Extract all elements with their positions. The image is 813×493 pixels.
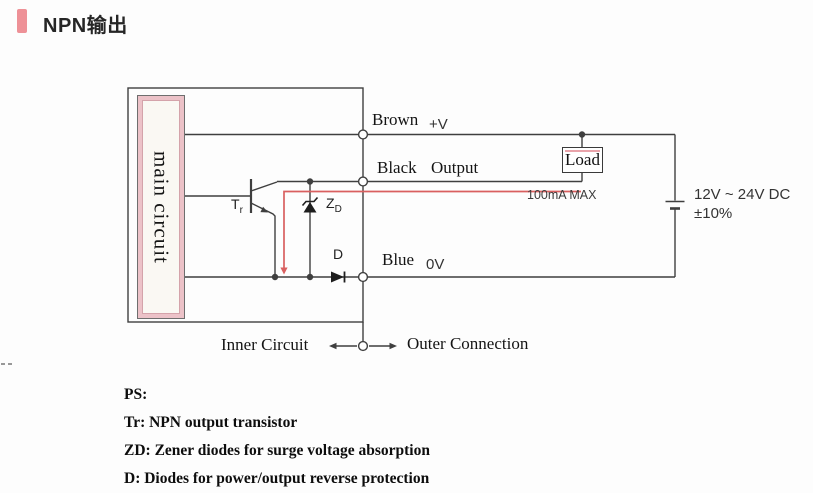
note-zener: ZD: Zener diodes for surge voltage absor…	[124, 442, 430, 459]
note-transistor: Tr: NPN output transistor	[124, 414, 298, 431]
blue-wire-label: Blue	[382, 250, 415, 269]
diode-label: D	[333, 246, 344, 262]
black-wire-label: Black	[377, 158, 417, 177]
load-label: Load	[565, 150, 600, 169]
plus-v-label: +V	[429, 116, 448, 133]
npn-transistor-icon	[249, 179, 278, 277]
zener-label-sub: D	[334, 203, 342, 215]
current-path	[283, 190, 581, 268]
zener-label-main: Z	[326, 195, 335, 211]
inner-circuit-outline	[127, 87, 364, 323]
notes-block: PS: Tr: NPN output transistor ZD: Zener …	[124, 381, 430, 493]
outer-connection-label: Outer Connection	[407, 334, 529, 353]
page-title: NPN输出	[43, 15, 128, 37]
zero-v-label: 0V	[426, 256, 445, 273]
current-max-label: 100mA MAX	[527, 188, 597, 202]
note-diode: D: Diodes for power/output reverse prote…	[124, 470, 430, 487]
terminal-output	[357, 176, 369, 187]
inner-outer-arrows	[329, 342, 397, 350]
terminals	[357, 129, 369, 352]
inner-circuit-label: Inner Circuit	[221, 335, 309, 354]
battery-icon	[665, 200, 685, 210]
transistor-label-main: T	[231, 196, 240, 212]
main-circuit-box: main circuit	[137, 95, 185, 319]
notes-heading: PS:	[124, 386, 148, 403]
wires	[127, 87, 676, 342]
supply-voltage-label: 12V ~ 24V DC	[694, 186, 791, 203]
terminal-0v	[357, 271, 369, 283]
brown-wire-label: Brown	[372, 110, 419, 129]
terminal-boundary	[357, 340, 369, 352]
diode-icon	[331, 271, 346, 283]
terminal-plus-v	[357, 129, 369, 140]
main-circuit-label: main circuit	[149, 150, 174, 264]
load-highlight	[565, 150, 600, 152]
transistor-label-sub: r	[239, 204, 243, 216]
junction-dots	[271, 131, 586, 281]
title-accent-bar	[17, 9, 27, 33]
zener-diode-icon	[301, 196, 319, 213]
arrow-left-icon	[329, 342, 337, 350]
arrow-right-icon	[389, 342, 397, 350]
transistor-label: Tr	[231, 196, 243, 216]
current-arrow-icon	[280, 267, 288, 275]
load-box: Load	[562, 147, 603, 173]
output-label: Output	[431, 158, 479, 177]
supply-tolerance-label: ±10%	[694, 205, 733, 222]
zener-label: ZD	[326, 195, 342, 215]
